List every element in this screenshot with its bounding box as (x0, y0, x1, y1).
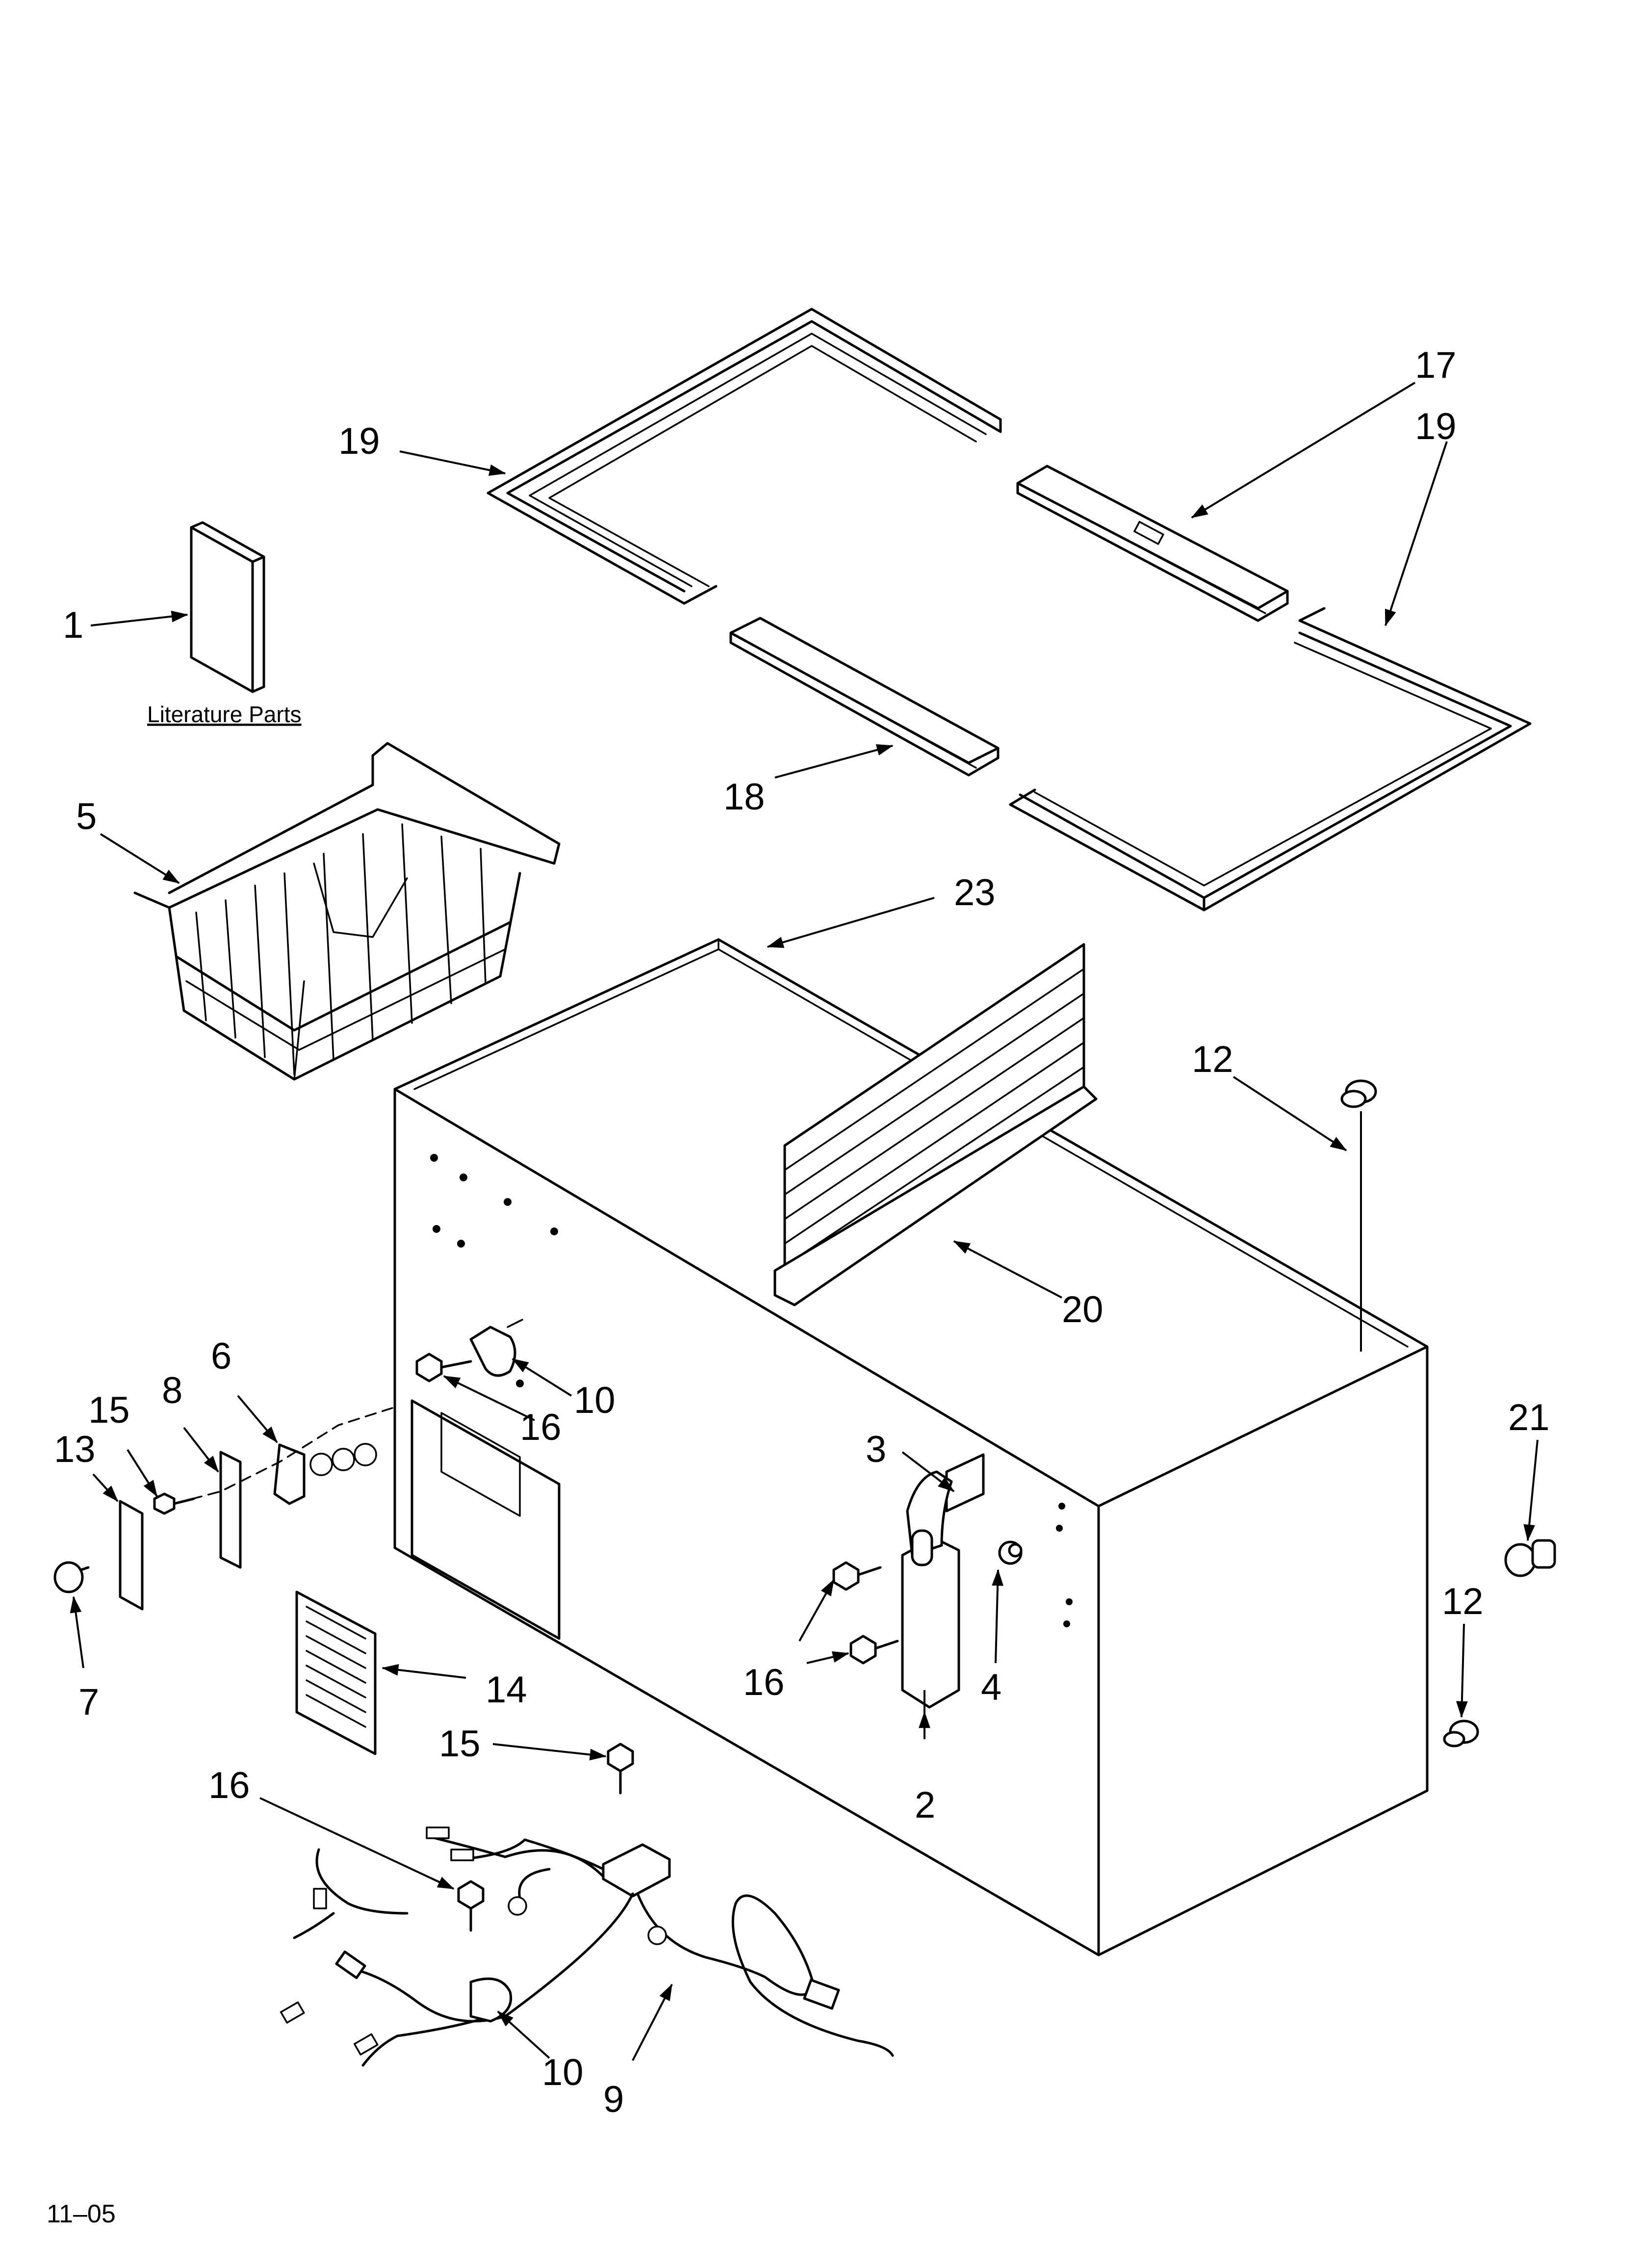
gasket-long-strip (1016, 465, 1289, 622)
callout-9: 9 (603, 2079, 624, 2120)
divider (773, 943, 1098, 1306)
callout-19-right: 19 (1415, 406, 1457, 447)
callout-15-harness: 15 (439, 1723, 481, 1765)
callout-12-top: 12 (1192, 1039, 1233, 1080)
callout-8: 8 (162, 1370, 182, 1411)
louvered-grille (295, 1590, 377, 1755)
callout-5: 5 (76, 796, 97, 837)
leader-lines (70, 382, 1539, 2061)
callout-4: 4 (981, 1667, 1001, 1708)
callout-20: 20 (1062, 1289, 1103, 1330)
callout-7: 7 (78, 1681, 99, 1723)
callout-2: 2 (915, 1784, 935, 1826)
control-parts (119, 1407, 393, 1611)
callout-16-hinge: 16 (743, 1662, 785, 1703)
callout-19-left: 19 (338, 420, 380, 462)
footer-code: 11–05 (47, 2200, 116, 2228)
callout-3: 3 (866, 1429, 886, 1470)
callout-labels: 1 2 3 4 5 6 7 8 9 10 10 12 12 13 14 15 1… (54, 344, 1550, 2120)
literature-parts-caption: Literature Parts (147, 702, 301, 727)
gasket-right-frame (1009, 607, 1532, 912)
wire-basket (133, 742, 561, 1081)
wiring-harness (280, 1826, 894, 2067)
callout-16-clamp: 16 (520, 1407, 562, 1448)
callout-10-bottom: 10 (542, 2052, 584, 2093)
gasket-left-frame (487, 308, 1002, 605)
callout-13: 13 (54, 1429, 96, 1470)
callout-12-bottom: 12 (1442, 1581, 1484, 1622)
screws (53, 1079, 1556, 1932)
callout-17: 17 (1415, 344, 1457, 386)
gasket-short-strip (729, 617, 1000, 777)
literature-booklet (190, 521, 265, 693)
callout-18: 18 (723, 776, 765, 818)
callout-23: 23 (954, 872, 996, 913)
callout-1: 1 (63, 604, 83, 646)
callout-15-left: 15 (88, 1389, 130, 1431)
callout-21: 21 (1508, 1397, 1550, 1438)
callout-10-top: 10 (574, 1380, 616, 1421)
callout-14: 14 (486, 1669, 527, 1711)
callout-6: 6 (211, 1335, 231, 1377)
callout-16-harness: 16 (208, 1765, 250, 1806)
hinge-assembly (901, 1453, 1023, 1709)
